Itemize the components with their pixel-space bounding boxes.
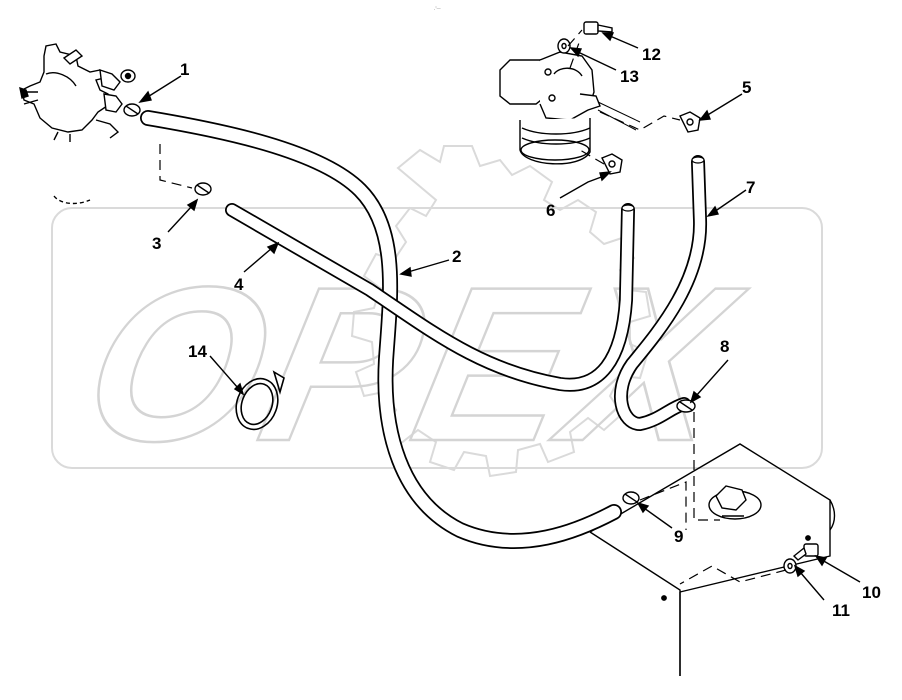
fitting-6 bbox=[601, 153, 623, 175]
callout-5: 5 bbox=[742, 78, 751, 97]
callout-10: 10 bbox=[862, 583, 881, 602]
callout-4: 4 bbox=[234, 275, 244, 294]
assembly-lines bbox=[159, 29, 787, 585]
watermark: OPEX bbox=[51, 145, 823, 489]
callout-6: 6 bbox=[546, 201, 555, 220]
watermark-panel bbox=[51, 207, 823, 469]
callout-7: 7 bbox=[746, 178, 755, 197]
washer-13 bbox=[557, 38, 571, 54]
clamp-1 bbox=[123, 103, 141, 117]
fuel-pump-assembly bbox=[19, 43, 136, 205]
hose-2 bbox=[140, 110, 622, 549]
callout-11: 11 bbox=[832, 601, 850, 620]
bolt-12 bbox=[583, 21, 613, 35]
washer-11 bbox=[783, 558, 797, 574]
fuel-filter-assembly bbox=[499, 51, 641, 165]
fitting-5 bbox=[679, 111, 701, 133]
hose-4 bbox=[225, 203, 635, 392]
clamp-14 bbox=[235, 370, 285, 431]
callout-14: 14 bbox=[188, 342, 207, 361]
clamp-9 bbox=[622, 491, 640, 505]
callout-2: 2 bbox=[452, 247, 461, 266]
callout-labels: 1 2 3 4 5 6 7 8 9 10 11 12 13 14 bbox=[152, 45, 881, 620]
callout-1: 1 bbox=[180, 60, 189, 79]
fuel-tank bbox=[589, 443, 836, 676]
header-mark: ¸“— bbox=[434, 5, 441, 10]
leader-lines bbox=[138, 32, 861, 601]
watermark-gear bbox=[350, 145, 652, 478]
bolt-10 bbox=[792, 543, 819, 561]
watermark-text: OPEX bbox=[66, 242, 759, 487]
callout-12: 12 bbox=[642, 45, 661, 64]
clamp-3 bbox=[194, 182, 212, 196]
hose-7 bbox=[614, 155, 708, 432]
callout-9: 9 bbox=[674, 527, 683, 546]
callout-8: 8 bbox=[720, 337, 729, 356]
callout-3: 3 bbox=[152, 234, 161, 253]
callout-13: 13 bbox=[620, 67, 639, 86]
